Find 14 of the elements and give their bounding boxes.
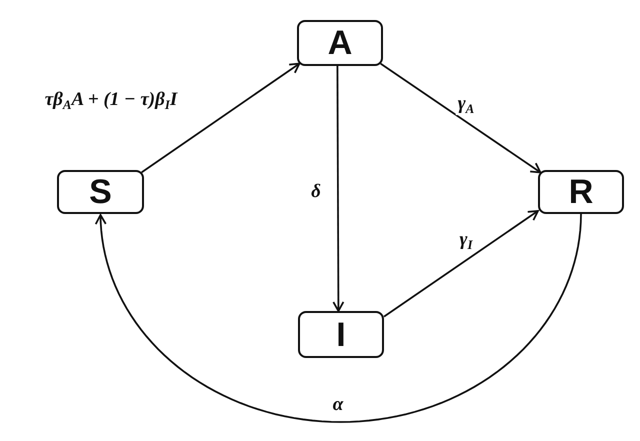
arrow bbox=[332, 66, 344, 312]
compartment-box bbox=[297, 20, 383, 66]
compartment-label: R bbox=[568, 175, 594, 209]
compartment-label: A bbox=[328, 26, 352, 60]
compartment-box bbox=[57, 170, 144, 214]
compartment-box bbox=[298, 311, 384, 358]
arrow bbox=[383, 210, 539, 318]
compartment-label: I bbox=[336, 318, 346, 352]
rate-label: τβ$_{A}$A + (1 − τ)β$_{I}$I bbox=[42, 89, 180, 111]
arrow bbox=[380, 62, 542, 174]
compartment-box bbox=[538, 170, 624, 214]
arrow bbox=[141, 62, 300, 174]
compartment-label: S bbox=[89, 175, 112, 209]
arrow bbox=[94, 214, 582, 423]
